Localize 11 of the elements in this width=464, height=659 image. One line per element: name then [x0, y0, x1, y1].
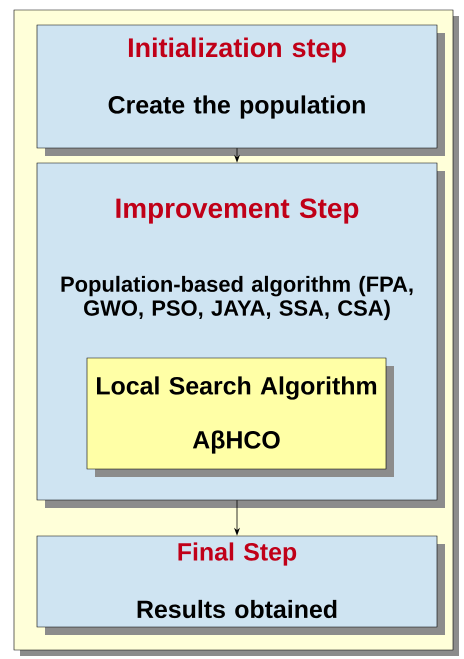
box-heading: Initialization step — [128, 37, 346, 63]
box-heading: Final Step — [178, 542, 296, 566]
box-heading: Improvement Step — [116, 198, 358, 224]
box-text: Results obtained — [138, 600, 336, 618]
process-box — [36, 24, 445, 156]
inner-box — [86, 358, 394, 477]
process-box — [36, 536, 445, 635]
box-text: Population-based algorithm (FPA, GWO, PSO, JAYA, SSA, CSA) — [62, 276, 413, 320]
box-text: AβHCO — [192, 430, 280, 454]
box-heading: Local Search Algorithm — [97, 376, 376, 400]
box-text: Create the population — [108, 95, 365, 119]
